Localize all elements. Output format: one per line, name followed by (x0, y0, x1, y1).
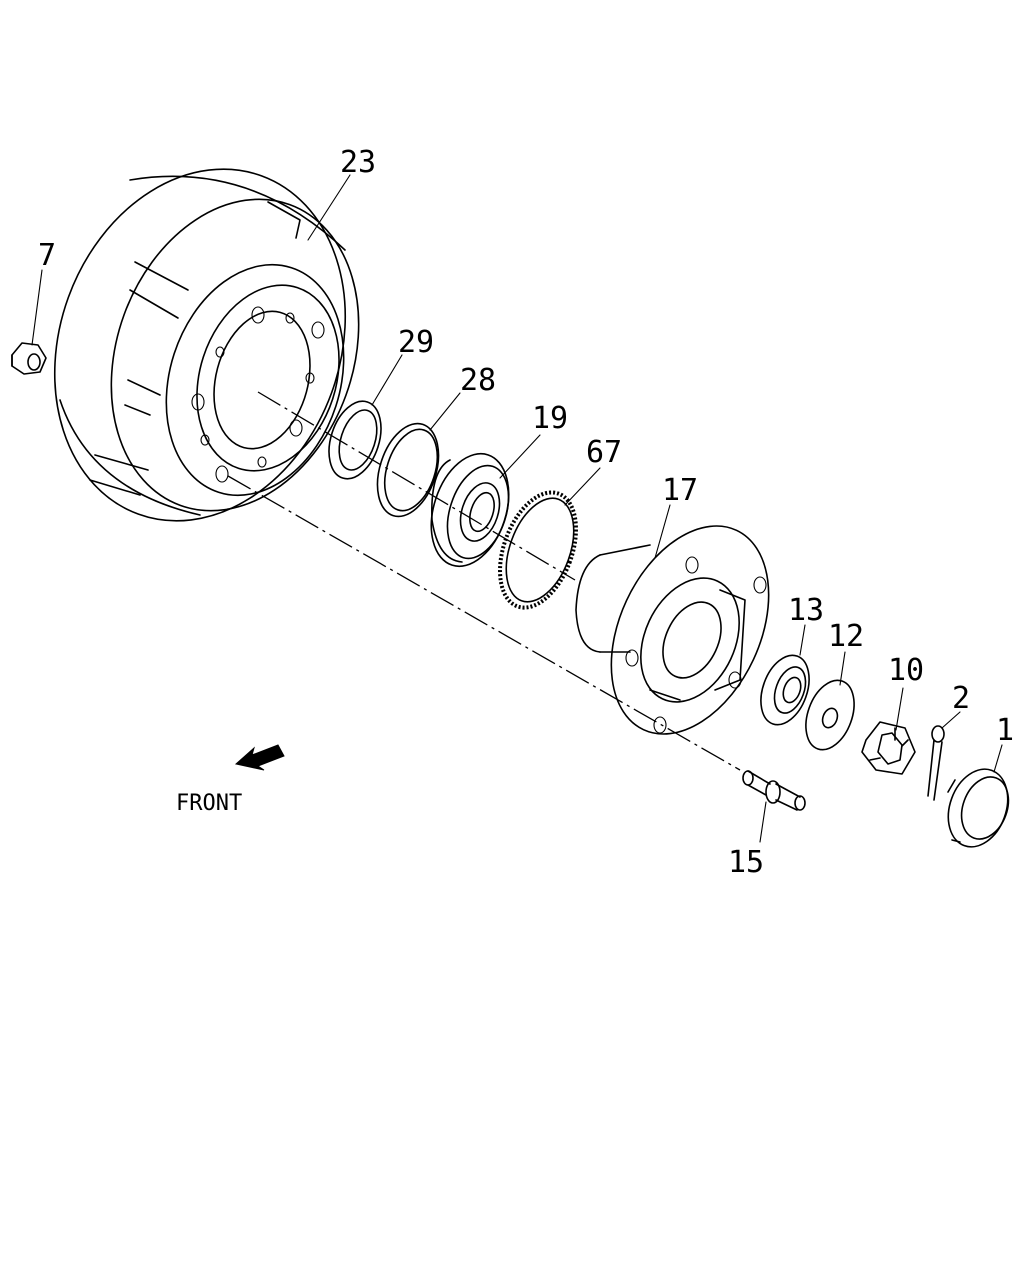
callout-23: 23 (340, 145, 376, 180)
callout-2: 2 (952, 681, 970, 716)
part-67-sensor-ring[interactable] (486, 482, 591, 618)
arrow-down-left-icon (234, 744, 285, 771)
callout-12: 12 (828, 619, 864, 654)
callout-29: 29 (398, 325, 434, 360)
callout-17: 17 (662, 473, 698, 508)
callout-7: 7 (38, 238, 56, 273)
part-7-nut[interactable] (11, 342, 47, 375)
callout-labels: 23 7 29 28 19 67 17 13 12 10 2 1 15 (38, 145, 1014, 880)
part-29-seal[interactable] (320, 395, 390, 486)
part-19-bearing[interactable] (418, 444, 522, 577)
callout-10: 10 (888, 653, 924, 688)
assembly-center-lines (227, 391, 741, 771)
callout-15: 15 (728, 845, 764, 880)
leader-lines (31, 174, 1003, 843)
part-2-cotter-pin[interactable] (927, 725, 945, 801)
part-15-hub-bolt[interactable] (742, 770, 806, 811)
part-10-castle-nut[interactable] (861, 721, 916, 775)
part-23-brake-drum[interactable] (7, 128, 401, 562)
part-1-hub-cap[interactable] (938, 761, 1018, 855)
front-label: FRONT (176, 791, 242, 816)
part-13-bearing[interactable] (752, 649, 818, 732)
part-17-hub[interactable] (575, 501, 800, 760)
part-28-ring[interactable] (367, 416, 450, 525)
callout-1: 1 (996, 713, 1014, 748)
callout-67: 67 (586, 435, 622, 470)
callout-13: 13 (788, 593, 824, 628)
front-indicator: FRONT (176, 744, 285, 816)
callout-28: 28 (460, 363, 496, 398)
part-12-washer[interactable] (797, 674, 863, 757)
callout-19: 19 (532, 401, 568, 436)
